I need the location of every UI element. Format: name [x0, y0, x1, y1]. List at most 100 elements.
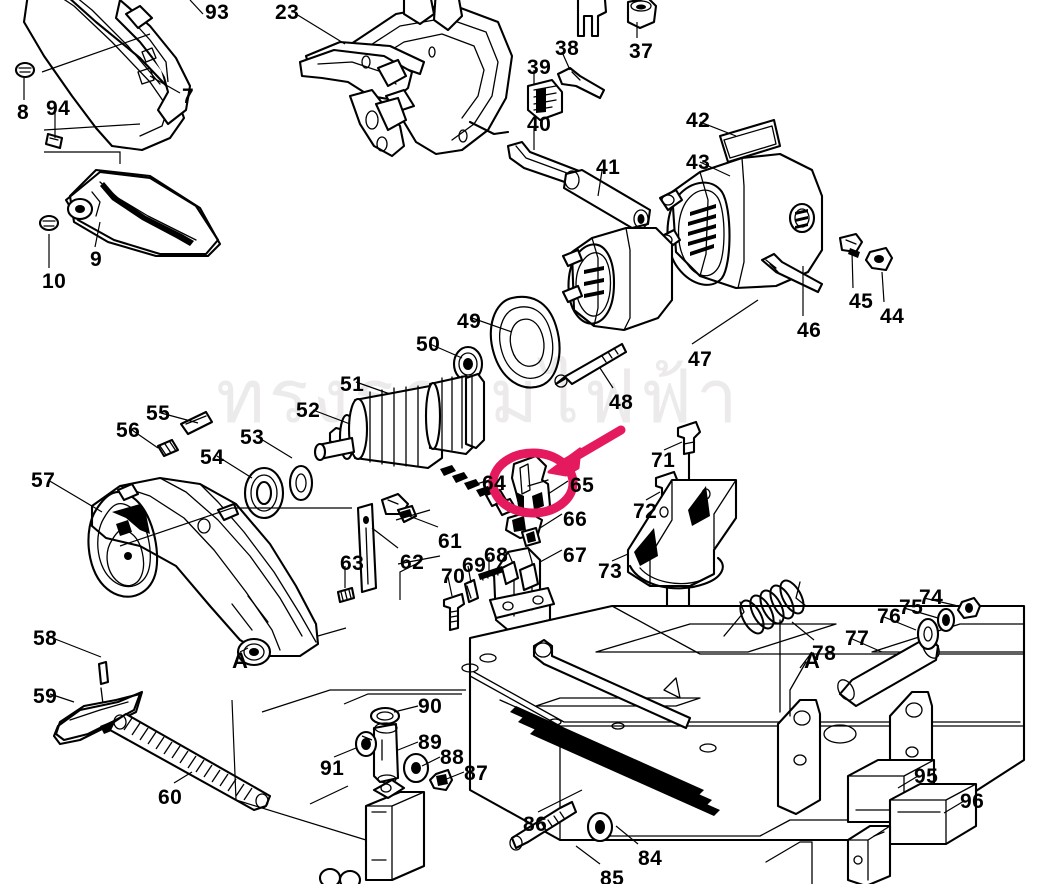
part-49-seal	[489, 295, 561, 389]
part-48-long-screw	[554, 342, 628, 388]
part-56-spring	[156, 438, 180, 458]
part-number-62: 62	[400, 551, 425, 574]
part-number-42: 42	[686, 109, 711, 132]
part-76-washer	[916, 617, 940, 651]
part-number-89: 89	[418, 731, 443, 754]
part-41-rod	[562, 168, 652, 230]
part-group-base-fasteners	[231, 689, 614, 884]
part-number-54: 54	[200, 446, 225, 469]
part-number-52: 52	[296, 399, 321, 422]
part-number-59: 59	[33, 685, 58, 708]
part-36-connector	[576, 0, 608, 38]
part-8-screw	[14, 61, 36, 79]
part-88-washer	[402, 752, 430, 784]
part-number-96: 96	[960, 790, 985, 813]
part-number-10: 10	[42, 270, 67, 293]
part-number-90: 90	[418, 695, 443, 718]
part-number-51: 51	[340, 373, 365, 396]
part-37-bushing	[626, 0, 658, 30]
part-74-nut	[956, 596, 982, 620]
part-46-screw	[760, 252, 824, 294]
part-75-washer	[936, 607, 956, 633]
part-86-plate	[364, 778, 426, 882]
part-number-94: 94	[46, 97, 71, 120]
part-group-brush-holder	[395, 454, 556, 632]
part-10-screw	[38, 214, 60, 232]
part-number-69: 69	[462, 554, 487, 577]
part-number-55: 55	[146, 402, 171, 425]
part-number-60: 60	[158, 786, 183, 809]
part-number-7: 7	[182, 85, 195, 108]
part-number-46: 46	[797, 319, 822, 342]
part-number-66: 66	[563, 508, 588, 531]
part-39-switch	[526, 78, 564, 122]
part-number-23: 23	[275, 1, 300, 24]
part-group-bracket	[626, 420, 738, 726]
part-number-75: 75	[899, 596, 924, 619]
part-77-shaft	[837, 636, 940, 708]
part-number-58: 58	[33, 627, 58, 650]
part-62-bar	[356, 502, 378, 594]
part-69-pin	[463, 578, 480, 604]
part-number-70: 70	[441, 565, 466, 588]
part-number-76: 76	[877, 605, 902, 628]
part-92-washers	[318, 867, 362, 884]
part-54-bearing	[243, 466, 285, 520]
part-number-68: 68	[484, 544, 509, 567]
part-43-motor-housing	[656, 152, 824, 290]
part-number-84: 84	[638, 847, 663, 870]
part-number-95: 95	[914, 765, 939, 788]
part-number-64: 64	[482, 472, 507, 495]
part-group-motor-housing	[452, 118, 894, 389]
part-44-nut	[864, 246, 894, 272]
part-number-53: 53	[240, 426, 265, 449]
part-number-65: 65	[570, 474, 595, 497]
part-number-88: 88	[440, 746, 465, 769]
part-number-63: 63	[340, 552, 365, 575]
part-number-37: 37	[629, 40, 654, 63]
part-number-48: 48	[609, 391, 634, 414]
part-group-blade-guard	[14, 0, 222, 258]
part-61-terminal	[380, 492, 418, 524]
part-52-shaft	[313, 436, 356, 462]
part-number-44: 44	[880, 305, 905, 328]
part-90-ring	[369, 706, 401, 726]
part-number-86: 86	[523, 813, 548, 836]
part-number-45: 45	[849, 290, 874, 313]
part-group-armature	[156, 372, 486, 520]
part-number-41: 41	[596, 156, 621, 179]
part-53-washer	[288, 464, 314, 502]
section-letter-a-1: A	[804, 648, 821, 673]
part-65-carbon-brush	[510, 454, 552, 514]
part-number-67: 67	[563, 544, 588, 567]
part-number-8: 8	[17, 101, 30, 124]
part-number-87: 87	[464, 762, 489, 785]
part-58-pin	[97, 660, 110, 713]
part-group-handle	[298, 0, 514, 158]
part-42-nameplate	[718, 118, 782, 164]
part-number-50: 50	[416, 333, 441, 356]
part-51-armature	[328, 372, 486, 470]
part-group-lever	[52, 660, 272, 812]
part-number-71: 71	[651, 449, 676, 472]
part-number-38: 38	[555, 37, 580, 60]
part-number-85: 85	[600, 867, 625, 884]
part-67-brush-holder	[488, 546, 556, 632]
part-89-sleeve	[372, 722, 400, 809]
part-94-screw	[44, 132, 64, 150]
part-number-91: 91	[320, 757, 345, 780]
part-group-base	[461, 579, 1026, 884]
part-number-74: 74	[919, 586, 944, 609]
part-lower-bracket	[846, 824, 892, 884]
part-70-screw	[442, 592, 466, 632]
part-number-77: 77	[845, 627, 870, 650]
part-number-39: 39	[527, 56, 552, 79]
part-number-72: 72	[633, 500, 658, 523]
part-group-switch	[506, 0, 658, 230]
highlight-annotation	[488, 425, 626, 518]
part-number-93: 93	[205, 1, 230, 24]
part-66-brush-terminal	[504, 510, 544, 548]
part-number-40: 40	[527, 113, 552, 136]
